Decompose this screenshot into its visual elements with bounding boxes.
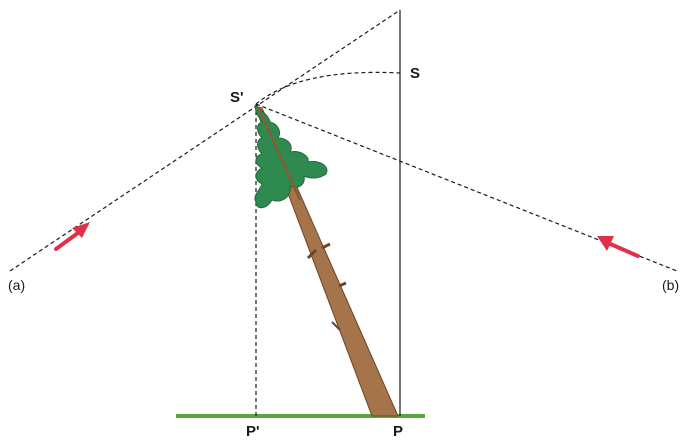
sight-line-b: [255, 103, 678, 272]
label-s: S: [410, 65, 421, 82]
label-a: (a): [8, 277, 26, 293]
tree-foliage: [254, 105, 328, 209]
tree-trunk-upper: [256, 106, 302, 201]
tree-icon: [254, 105, 399, 417]
arrow-icon: [54, 222, 90, 251]
sight-line-a: [9, 9, 401, 272]
label-p-prime: P': [246, 423, 260, 440]
label-s-prime: S': [230, 89, 244, 106]
label-b: (b): [662, 277, 680, 293]
arrow-icon: [597, 236, 640, 258]
label-p: P: [393, 423, 404, 440]
arc-s-prime-to-s: [255, 71, 401, 105]
